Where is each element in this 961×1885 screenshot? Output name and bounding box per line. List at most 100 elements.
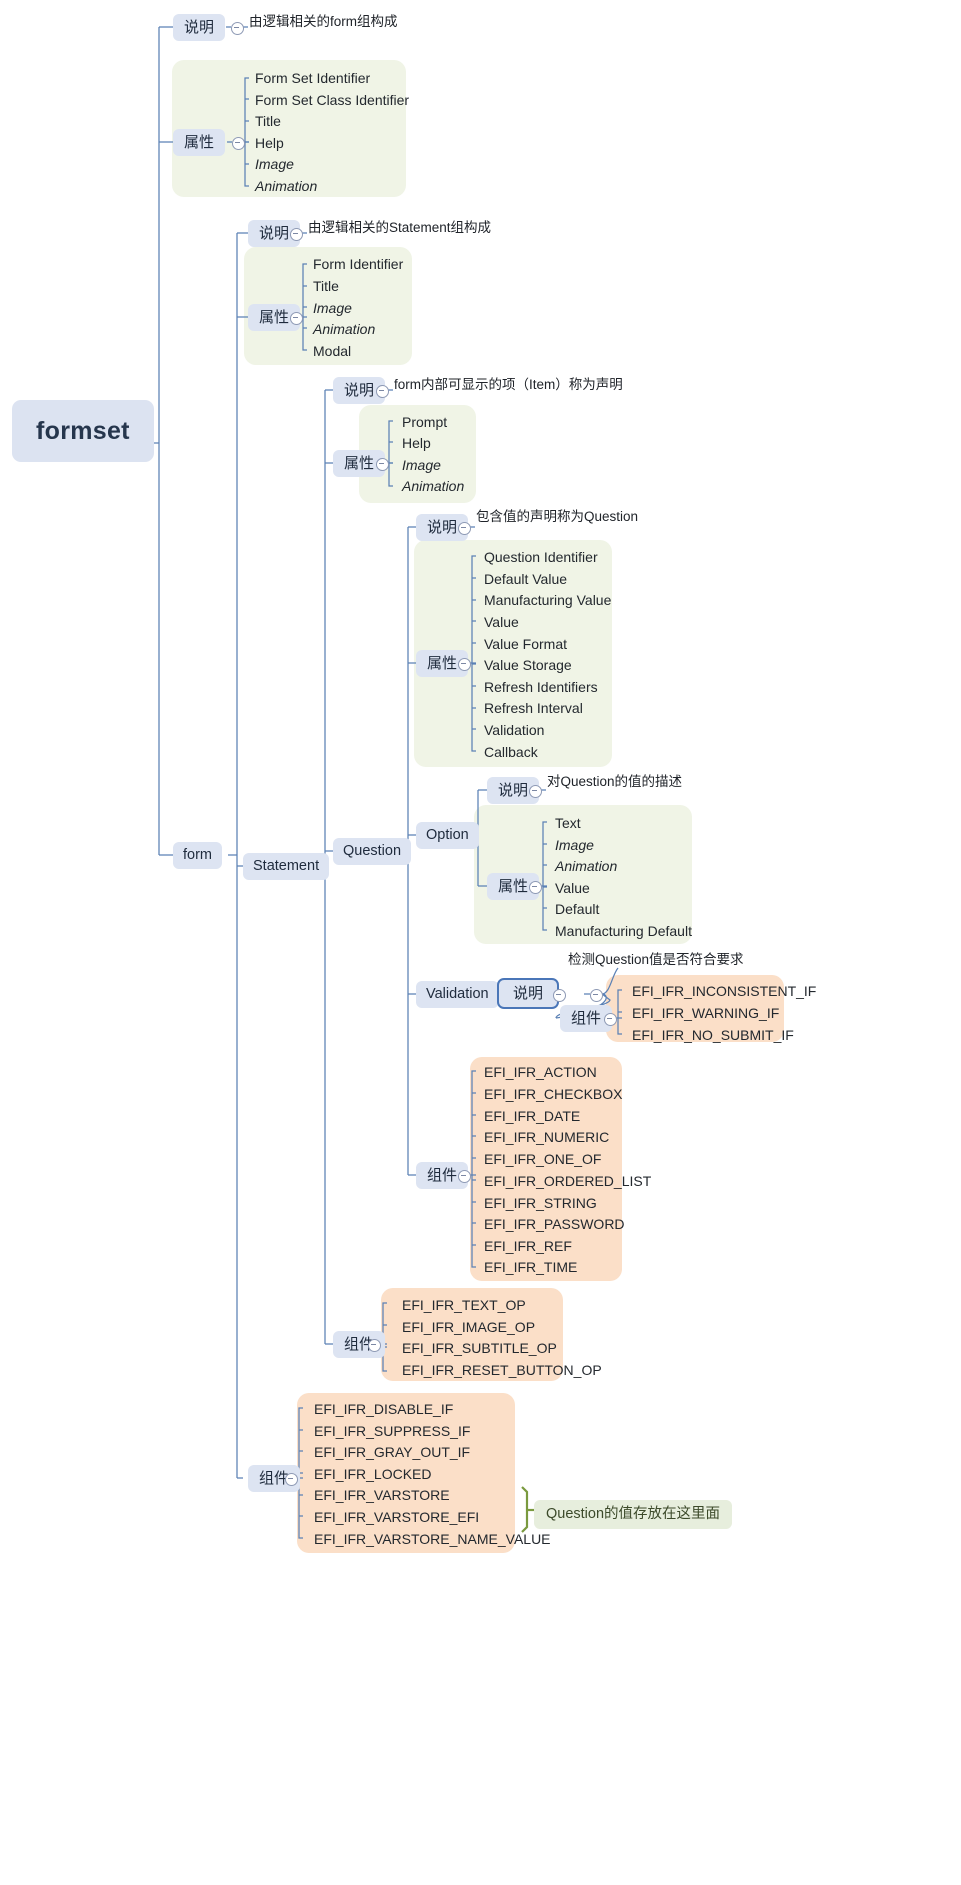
statement-description-node[interactable]: 说明 (333, 377, 386, 404)
form-components-node[interactable]: 组件 (248, 1465, 301, 1492)
statement-description-toggle[interactable] (376, 385, 389, 398)
leaf-item: EFI_IFR_VARSTORE (314, 1487, 450, 1503)
form-components-toggle[interactable] (285, 1473, 298, 1486)
leaf-item: Refresh Identifiers (484, 679, 598, 695)
form-components-label: 组件 (248, 1465, 301, 1492)
form-description-toggle[interactable] (290, 228, 303, 241)
leaf-item: Form Set Identifier (255, 70, 371, 86)
formset-note: 由逻辑相关的form组构成 (249, 14, 398, 29)
question-components-toggle[interactable] (458, 1170, 471, 1183)
leaf-item: Default (555, 901, 600, 917)
validation-description-node[interactable]: 说明 (497, 978, 560, 1009)
question-node[interactable]: Question (333, 838, 412, 865)
leaf-item: EFI_IFR_NO_SUBMIT_IF (632, 1027, 794, 1043)
statement-components-node[interactable]: 组件 (333, 1331, 386, 1358)
leaf-item: Prompt (402, 414, 448, 430)
leaf-item: EFI_IFR_VARSTORE_NAME_VALUE (314, 1531, 551, 1547)
leaf-item: EFI_IFR_LOCKED (314, 1466, 432, 1482)
leaf-item: Help (255, 135, 284, 151)
question-description-toggle[interactable] (458, 522, 471, 535)
form-node[interactable]: form (173, 842, 222, 869)
formset-description-toggle[interactable] (231, 22, 244, 35)
statement-components-label: 组件 (333, 1331, 386, 1358)
leaf-item: Value Format (484, 636, 567, 652)
formset-description-label: 说明 (173, 14, 226, 41)
validation-description-toggle[interactable] (590, 989, 603, 1002)
form-label: form (173, 842, 222, 869)
formset-attributes-toggle[interactable] (232, 137, 245, 150)
leaf-item: EFI_IFR_DISABLE_IF (314, 1401, 454, 1417)
statement-node[interactable]: Statement (243, 853, 330, 880)
leaf-item: Image (555, 837, 594, 853)
leaf-item: EFI_IFR_VARSTORE_EFI (314, 1509, 480, 1525)
leaf-item: EFI_IFR_ONE_OF (484, 1151, 602, 1167)
varstore-callout: Question的值存放在这里面 (534, 1500, 733, 1529)
validation-description-label: 说明 (497, 978, 560, 1009)
varstore-callout-label: Question的值存放在这里面 (534, 1500, 733, 1529)
option-attributes-toggle[interactable] (529, 881, 542, 894)
leaf-item: Value (484, 614, 519, 630)
leaf-item: Value Storage (484, 657, 572, 673)
leaf-item: EFI_IFR_RESET_BUTTON_OP (402, 1362, 602, 1378)
root-label: formset (12, 400, 154, 462)
leaf-item: Callback (484, 744, 538, 760)
question-note: 包含值的声明称为Question (476, 509, 639, 524)
validation-label: Validation (416, 981, 499, 1008)
question-attributes-toggle[interactable] (458, 658, 471, 671)
validation-node[interactable]: Validation (416, 981, 499, 1008)
leaf-item: EFI_IFR_SUPPRESS_IF (314, 1423, 471, 1439)
leaf-item: Manufacturing Default (555, 923, 692, 939)
leaf-item: Image (402, 457, 441, 473)
leaf-item: EFI_IFR_TIME (484, 1259, 578, 1275)
statement-components-toggle[interactable] (368, 1339, 381, 1352)
question-components-panel (470, 1057, 622, 1281)
leaf-item: Animation (555, 858, 618, 874)
leaf-item: EFI_IFR_ORDERED_LIST (484, 1173, 652, 1189)
option-note: 对Question的值的描述 (547, 774, 683, 789)
leaf-item: Text (555, 815, 581, 831)
validation-components-label: 组件 (560, 1005, 613, 1032)
leaf-item: Refresh Interval (484, 700, 583, 716)
option-node[interactable]: Option (416, 822, 479, 849)
leaf-item: EFI_IFR_REF (484, 1238, 572, 1254)
statement-components-panel (381, 1288, 563, 1381)
leaf-item: Title (255, 113, 281, 129)
leaf-item: EFI_IFR_PASSWORD (484, 1216, 625, 1232)
formset-attributes-panel (172, 60, 406, 197)
statement-label: Statement (243, 853, 330, 880)
validation-components-toggle[interactable] (604, 1013, 617, 1026)
formset-attributes-node[interactable]: 属性 (173, 129, 226, 156)
form-attributes-toggle[interactable] (290, 312, 303, 325)
form-components-panel (297, 1393, 515, 1553)
form-note: 由逻辑相关的Statement组构成 (308, 220, 492, 235)
statement-description-label: 说明 (333, 377, 386, 404)
leaf-item: Value (555, 880, 590, 896)
leaf-item: Image (255, 156, 294, 172)
leaf-item: Manufacturing Value (484, 592, 612, 608)
validation-components-panel (606, 975, 784, 1042)
leaf-item: Default Value (484, 571, 568, 587)
validation-toggle[interactable] (553, 989, 566, 1002)
leaf-item: Modal (313, 343, 352, 359)
leaf-item: EFI_IFR_NUMERIC (484, 1129, 610, 1145)
leaf-item: Question Identifier (484, 549, 598, 565)
leaf-item: EFI_IFR_DATE (484, 1108, 581, 1124)
root-node[interactable]: formset (12, 400, 154, 462)
leaf-item: Help (402, 435, 431, 451)
leaf-item: Validation (484, 722, 545, 738)
leaf-item: EFI_IFR_ACTION (484, 1064, 597, 1080)
option-description-toggle[interactable] (529, 785, 542, 798)
validation-components-node[interactable]: 组件 (560, 1005, 613, 1032)
leaf-item: Title (313, 278, 339, 294)
leaf-item: EFI_IFR_STRING (484, 1195, 597, 1211)
leaf-item: EFI_IFR_IMAGE_OP (402, 1319, 536, 1335)
statement-note: form内部可显示的项（Item）称为声明 (394, 377, 623, 392)
formset-description-node[interactable]: 说明 (173, 14, 226, 41)
validation-note: 检测Question值是否符合要求 (568, 952, 744, 967)
leaf-item: Image (313, 300, 352, 316)
leaf-item: Animation (255, 178, 318, 194)
formset-attributes-label: 属性 (173, 129, 226, 156)
leaf-item: Animation (402, 478, 465, 494)
statement-attributes-toggle[interactable] (376, 458, 389, 471)
leaf-item: EFI_IFR_CHECKBOX (484, 1086, 623, 1102)
